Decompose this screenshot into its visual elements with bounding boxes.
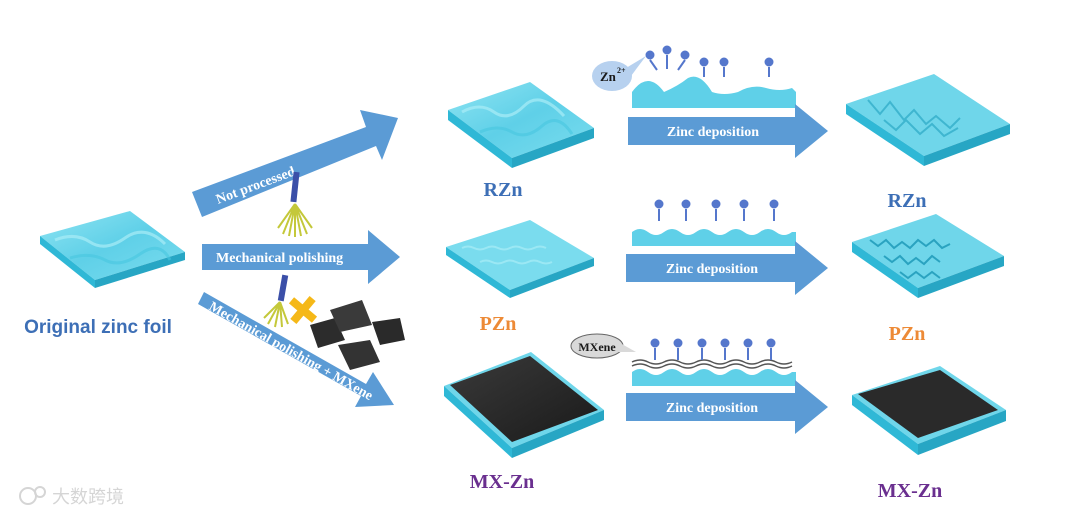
mxzn-tile xyxy=(444,352,604,458)
mxene-callout: MXene xyxy=(570,333,636,359)
polishing-brush-icon xyxy=(277,171,313,237)
zn-ion-dots xyxy=(650,338,776,360)
rzn-result-label: RZn xyxy=(888,190,927,212)
arrow-mechanical-polishing: Mechanical polishing xyxy=(202,230,400,284)
zinc-deposition-label-2: Zinc deposition xyxy=(666,262,758,277)
mxzn-result-tile xyxy=(852,366,1006,455)
mxene-flakes-icon xyxy=(310,300,405,370)
pzn-label: PZn xyxy=(480,313,517,335)
rzn-tile xyxy=(448,82,594,168)
watermark: 大数跨境 xyxy=(19,486,124,508)
zn-ion-callout: Zn 2+ xyxy=(592,56,646,91)
watermark-text: 大数跨境 xyxy=(52,487,124,508)
pzn-tile xyxy=(446,220,594,298)
pzn-result-tile xyxy=(852,214,1004,298)
rough-substrate xyxy=(632,76,796,108)
original-zinc-foil-tile xyxy=(40,211,185,288)
zinc-deposition-label-1: Zinc deposition xyxy=(667,125,759,140)
original-zinc-foil-label: Original zinc foil xyxy=(24,317,172,338)
mxene-coated-substrate xyxy=(631,359,796,386)
mxzn-label: MX-Zn xyxy=(470,471,534,493)
smooth-substrate xyxy=(632,229,796,246)
arrow-mechanical-polishing-label: Mechanical polishing xyxy=(216,251,343,266)
zn-ion-dots xyxy=(654,199,779,221)
mxzn-result-label: MX-Zn xyxy=(878,480,942,502)
zinc-deposition-label-3: Zinc deposition xyxy=(666,401,758,416)
rzn-result-tile xyxy=(846,74,1010,166)
pzn-result-label: PZn xyxy=(889,323,926,345)
arrow-zinc-deposition-1: Zinc deposition xyxy=(628,104,828,158)
zn-ion-dots xyxy=(645,45,774,77)
arrow-zinc-deposition-3: Zinc deposition xyxy=(626,380,828,434)
rzn-label: RZn xyxy=(484,179,523,201)
plus-icon xyxy=(288,295,318,325)
polishing-brush-icon xyxy=(263,274,289,328)
zn-ion-text: Zn xyxy=(600,69,617,84)
arrow-zinc-deposition-2: Zinc deposition xyxy=(626,241,828,295)
mxene-callout-text: MXene xyxy=(578,340,616,354)
zn-ion-charge: 2+ xyxy=(617,66,626,75)
